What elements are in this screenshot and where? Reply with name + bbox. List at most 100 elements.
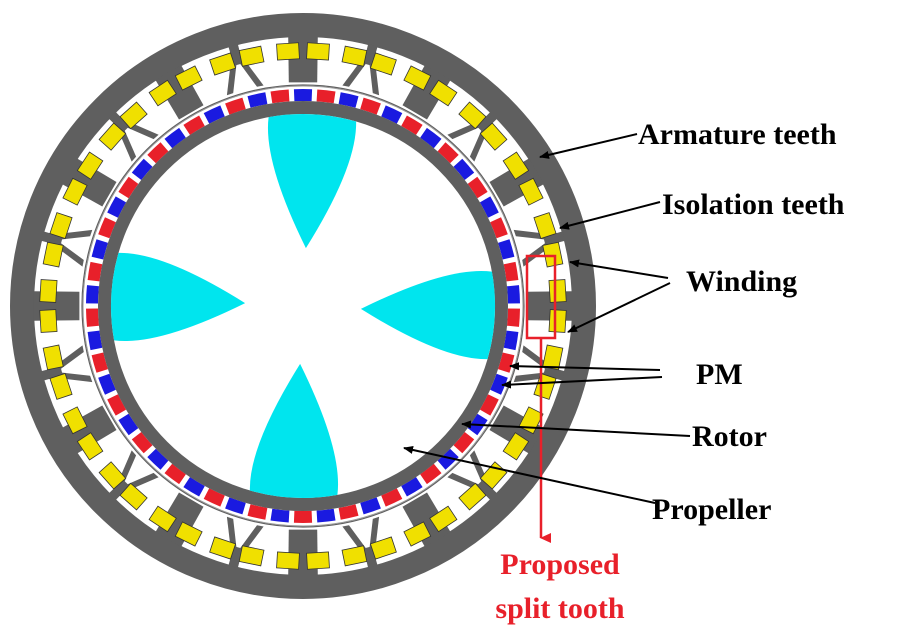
armature-tooth — [489, 158, 544, 207]
propeller — [111, 114, 495, 498]
winding-coil — [42, 344, 64, 371]
winding-coil — [429, 79, 458, 107]
winding-coil — [518, 177, 544, 206]
armature-tooth — [155, 492, 204, 547]
winding-coil — [542, 344, 564, 371]
magnet-segment — [401, 115, 423, 135]
winding-coil — [276, 551, 300, 570]
winding-coil — [341, 45, 368, 67]
winding-coil — [403, 65, 432, 91]
winding-coil — [458, 101, 487, 130]
winding-coil — [502, 151, 530, 180]
magnet-segment — [107, 394, 127, 416]
magnet-segment — [338, 92, 359, 108]
winding-coil — [458, 482, 487, 511]
magnet-segment — [131, 158, 153, 180]
winding-coil — [533, 212, 557, 240]
magnet-segment — [131, 432, 153, 454]
winding-coil — [62, 406, 88, 435]
leader-propeller — [403, 446, 656, 504]
winding-coil — [49, 372, 73, 400]
isolation-tooth-prong — [369, 62, 380, 96]
magnet-segment — [420, 463, 442, 485]
winding-coil — [542, 241, 564, 268]
winding-coil — [42, 241, 64, 268]
winding-coil — [341, 545, 368, 567]
winding-coil — [39, 279, 58, 303]
magnet-segment — [453, 432, 475, 454]
stator-inner-edge — [81, 84, 525, 528]
magnet-segment — [183, 115, 205, 135]
winding-coil — [76, 432, 104, 461]
magnet-segment — [316, 89, 336, 104]
magnet-segment — [87, 330, 103, 351]
airgap-line — [82, 85, 524, 527]
magnet-segment — [164, 463, 186, 485]
isolation-tooth-stem — [543, 366, 565, 381]
magnet-segment — [203, 488, 225, 507]
isolation-tooth-stem — [41, 231, 63, 246]
label-isolation-teeth: Isolation teeth — [662, 188, 845, 221]
magnet-segment — [420, 127, 442, 149]
isolation-tooth-stem — [41, 366, 63, 381]
isolation-tooth-prong — [447, 122, 481, 140]
isolation-tooth-stem — [363, 546, 378, 568]
magnet-segment — [118, 413, 139, 436]
winding-coil — [548, 309, 567, 333]
isolation-tooth-prong — [119, 450, 137, 484]
isolation-tooth-prong — [226, 516, 237, 550]
winding-coil — [98, 461, 127, 490]
magnet-segment — [247, 504, 268, 520]
isolation-tooth-prong — [125, 122, 159, 140]
magnet-segment — [437, 142, 459, 164]
armature-tooth — [402, 65, 451, 120]
rotor-ring — [98, 101, 508, 511]
magnet-segment — [479, 394, 499, 416]
isolation-tooth-prong — [342, 60, 367, 87]
isolation-tooth-prong — [239, 525, 264, 552]
winding-coil — [306, 42, 330, 61]
windings — [39, 42, 567, 570]
magnet-segment — [401, 477, 423, 497]
leader-isolation-teeth — [559, 201, 661, 230]
magnet-segment — [490, 217, 508, 239]
armature-tooth — [62, 158, 117, 207]
label-armature-teeth: Armature teeth — [638, 118, 837, 151]
winding-coil — [369, 52, 397, 76]
armature-tooth — [402, 492, 451, 547]
winding-coil — [502, 432, 530, 461]
winding-coil — [174, 65, 203, 91]
label-proposed-line1: Proposed — [500, 548, 620, 581]
winding-coil — [39, 309, 58, 333]
winding-coil — [369, 536, 397, 560]
magnet-segment — [247, 92, 268, 108]
winding-coil — [62, 177, 88, 206]
isolation-tooth-prong — [522, 242, 549, 267]
magnet-segment — [381, 488, 403, 507]
magnet-segment — [503, 261, 519, 282]
isolation-tooth-prong — [513, 229, 547, 240]
magnet-segment — [453, 158, 475, 180]
winding-coil — [148, 505, 177, 533]
leader-lines — [403, 133, 691, 504]
winding-coil — [479, 122, 508, 151]
propeller-blade — [267, 114, 357, 249]
winding-coil — [403, 521, 432, 547]
winding-coil — [429, 505, 458, 533]
isolation-tooth-stem — [543, 231, 565, 246]
isolation-tooth-stem — [108, 111, 130, 133]
winding-coil — [148, 79, 177, 107]
isolation-tooth-stem — [108, 479, 130, 501]
leader-pm-1 — [509, 362, 661, 371]
label-rotor: Rotor — [692, 420, 767, 453]
isolation-tooth-prong — [469, 450, 487, 484]
magnet-segment — [503, 330, 519, 351]
isolation-tooth-prong — [342, 525, 367, 552]
magnet-segment — [490, 373, 508, 395]
label-pm: PM — [696, 358, 743, 391]
winding-coil — [119, 482, 148, 511]
magnet-segment — [467, 176, 488, 199]
isolation-tooth-stem — [476, 111, 498, 133]
